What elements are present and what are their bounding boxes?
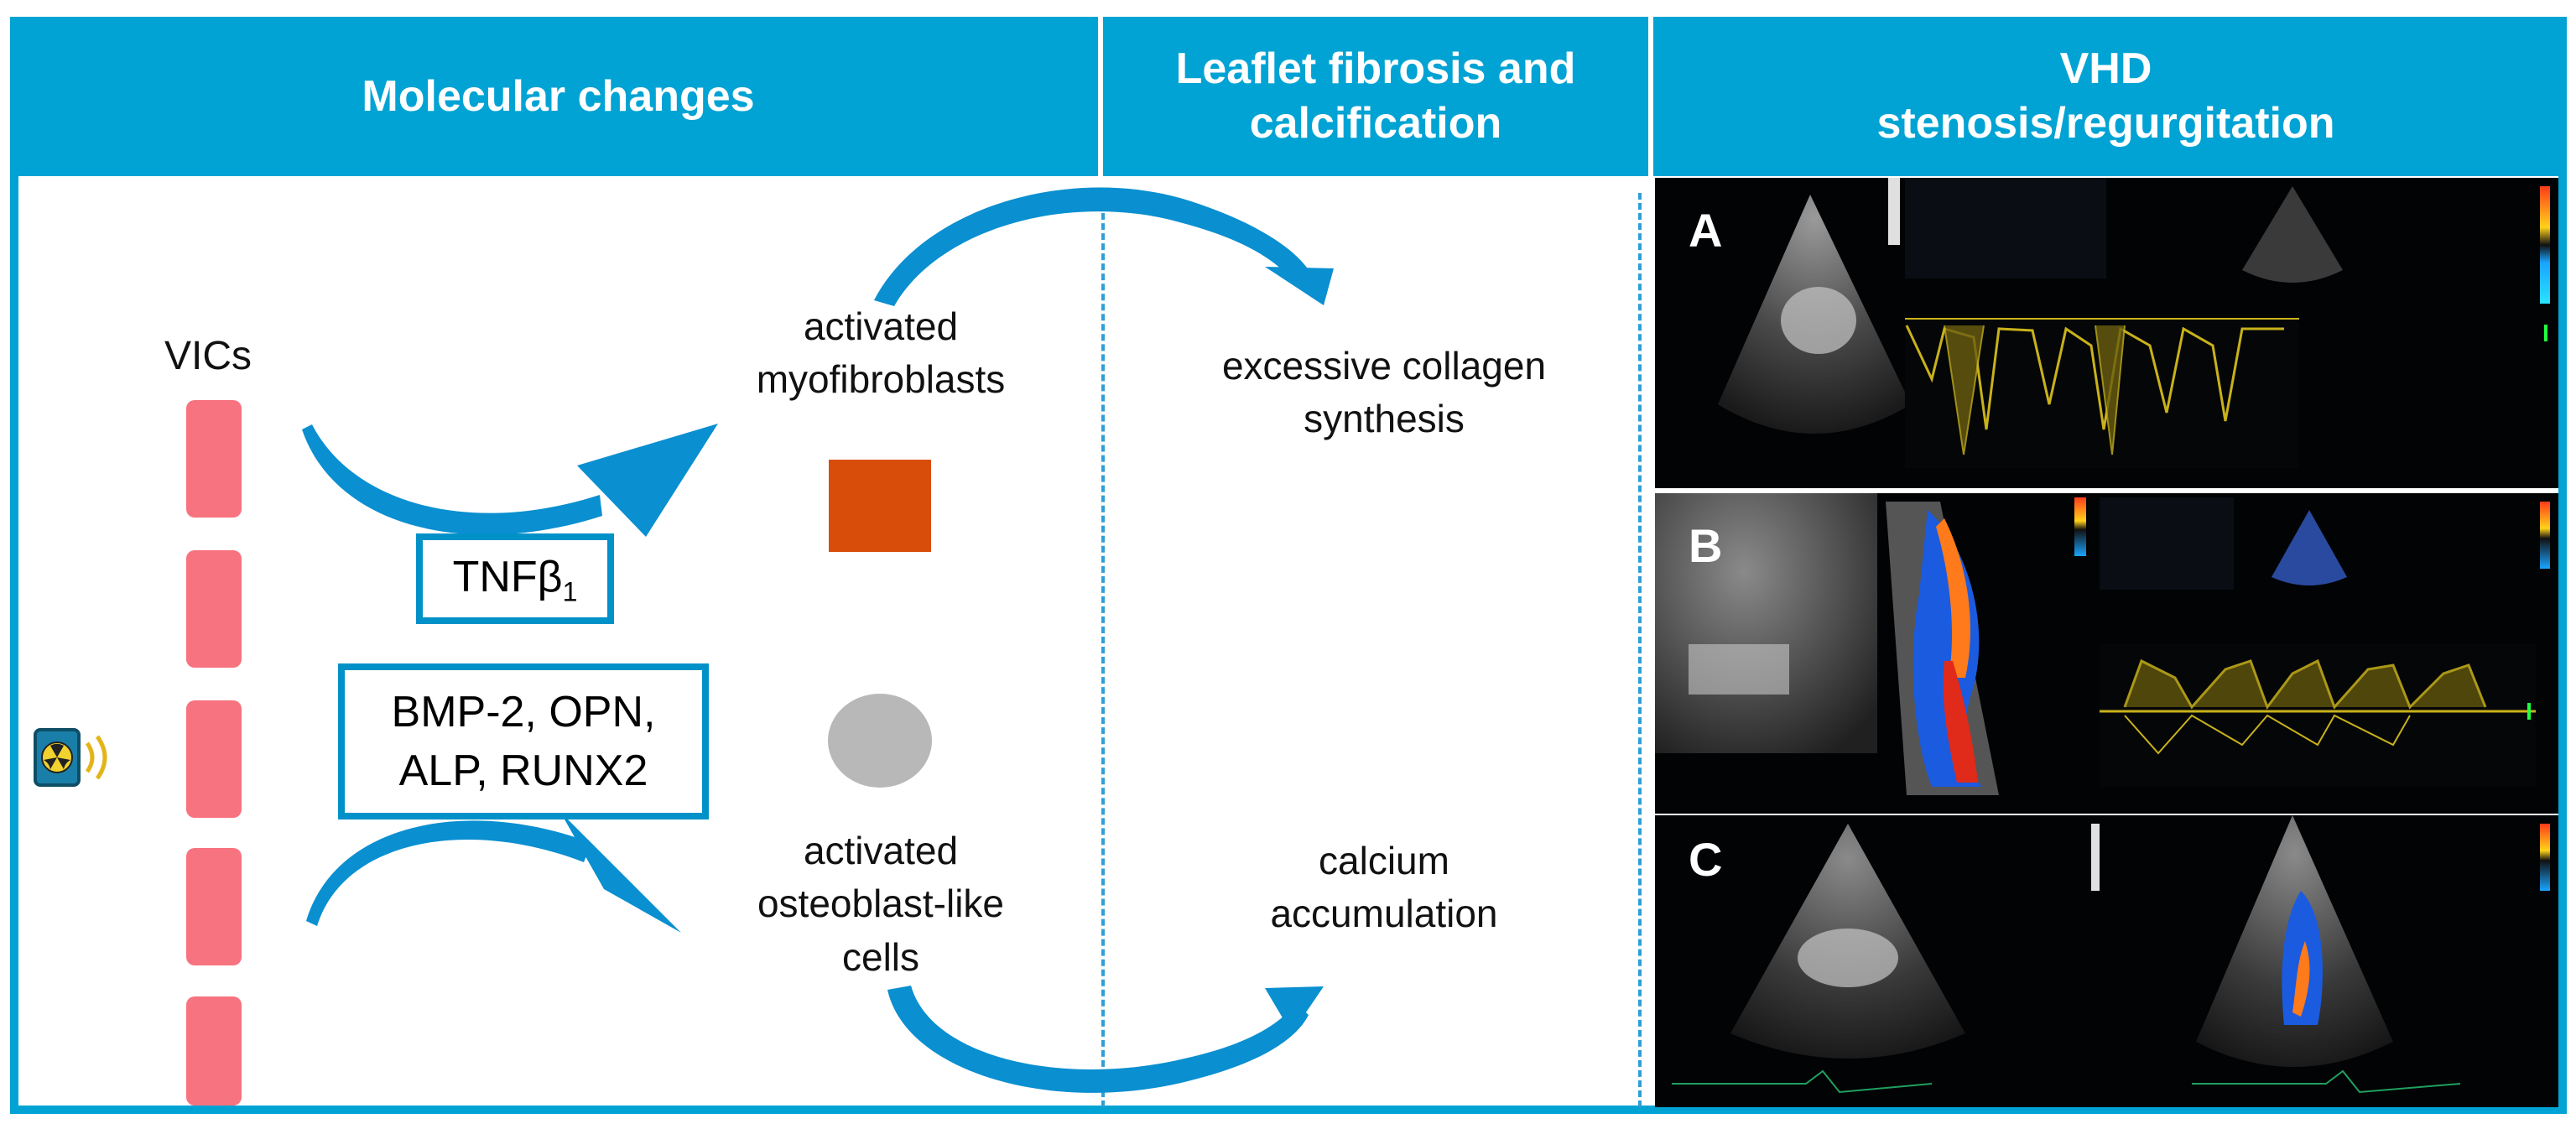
arrowhead-vics-to-myofibroblasts	[577, 424, 718, 537]
header-separator-2	[1648, 17, 1653, 176]
header-vhd-line2: stenosis/regurgitation	[1876, 99, 2335, 148]
arrow-myofib-to-collagen	[874, 187, 1313, 306]
arrow-osteo-to-calcium	[887, 986, 1309, 1093]
panel-label-a: A	[1689, 204, 1723, 257]
arrow-vics-to-myofibroblasts	[302, 424, 602, 535]
arrowhead-vics-to-osteoblasts	[560, 812, 681, 933]
echo-b-image	[1655, 493, 2550, 795]
myofib-line1: activated	[803, 304, 959, 348]
osteo-line2: osteoblast-like	[757, 882, 1005, 926]
echo-a-image	[1718, 178, 2550, 468]
osteo-line3: cells	[841, 934, 920, 979]
header-leaflet-fibrosis: Leaflet fibrosis and calcification	[1103, 17, 1648, 176]
radiation-source-icon	[34, 728, 107, 787]
osteo-line1: activated	[803, 829, 959, 872]
header-vhd: VHD stenosis/regurgitation	[1653, 17, 2558, 176]
markers-box: BMP-2, OPN, ALP, RUNX2	[338, 663, 709, 819]
myofibroblast-square	[829, 460, 931, 552]
dashed-divider-right	[1638, 193, 1642, 1107]
collagen-line2: synthesis	[1304, 397, 1465, 441]
panel-label-c: C	[1689, 833, 1723, 886]
vic-cell-5	[186, 996, 242, 1106]
vic-cell-4	[186, 848, 242, 965]
calcium-line1: calcium	[1319, 839, 1449, 882]
markers-line1: BMP-2, OPN,	[391, 687, 656, 736]
dashed-divider-middle	[1101, 193, 1105, 1107]
markers-line2: ALP, RUNX2	[398, 747, 648, 795]
calcium-label: calcium accumulation	[1149, 835, 1619, 941]
vic-cell-3	[186, 700, 242, 818]
myofibroblasts-label: activated myofibroblasts	[721, 300, 1040, 407]
echo-panel-c: C	[1655, 815, 2558, 1107]
tnf-box: TNFβ1	[416, 533, 614, 624]
osteoblast-ellipse	[828, 694, 932, 788]
echo-c-image	[1672, 815, 2550, 1094]
vic-cell-2	[186, 550, 242, 668]
header-vhd-line1: VHD	[2059, 44, 2152, 93]
header-separator-1	[1098, 17, 1103, 176]
calcium-line2: accumulation	[1270, 892, 1498, 936]
vic-cell-1	[186, 400, 242, 518]
vics-label: VICs	[164, 334, 252, 378]
myofib-line2: myofibroblasts	[756, 357, 1006, 402]
header-molecular-changes: Molecular changes	[18, 17, 1098, 176]
header-fibrosis-line1: Leaflet fibrosis and	[1175, 44, 1576, 93]
osteoblasts-label: activated osteoblast-like cells	[721, 825, 1040, 984]
arrowhead-myofib-to-collagen	[1265, 267, 1334, 305]
header-molecular-text: Molecular changes	[362, 71, 755, 121]
collagen-label: excessive collagen synthesis	[1149, 340, 1619, 446]
panel-label-b: B	[1689, 519, 1723, 572]
arrowhead-osteo-to-calcium	[1265, 986, 1324, 1033]
header-fibrosis-line2: calcification	[1249, 99, 1502, 148]
tnf-label: TNFβ1	[452, 552, 578, 607]
echo-panel-b: B	[1655, 493, 2558, 814]
arrow-vics-to-osteoblasts	[306, 820, 591, 926]
echo-panel-a: A	[1655, 178, 2558, 488]
collagen-line1: excessive collagen	[1221, 344, 1547, 388]
